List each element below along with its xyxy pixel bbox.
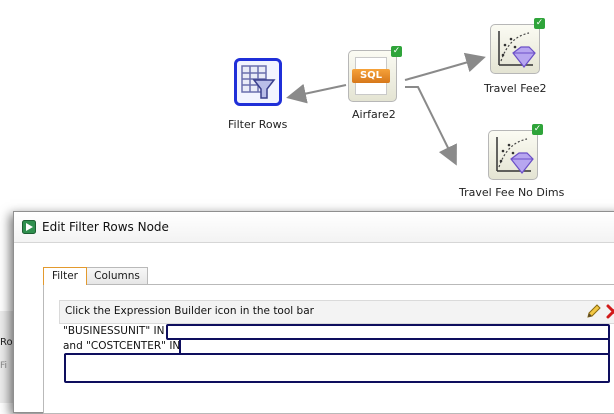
node-label: Travel Fee No Dims xyxy=(459,186,565,199)
node-label: Travel Fee2 xyxy=(484,82,547,95)
pencil-icon[interactable] xyxy=(585,303,602,320)
filter-expression-text[interactable]: "BUSINESSUNIT" IN (' and "COSTCENTER" IN… xyxy=(59,323,614,403)
dialog-title-bar[interactable]: Edit Filter Rows Node xyxy=(14,212,614,243)
edge-airfare2-to-travel-fee-no-dims xyxy=(405,86,457,166)
background-window-text: Fi xyxy=(0,361,8,371)
filter-panel: Click the Expression Builder icon in the… xyxy=(43,284,614,414)
dialog-body: Filter Columns Click the Expression Buil… xyxy=(14,243,614,414)
model-diamond-icon xyxy=(490,24,540,74)
edit-filter-rows-dialog: Edit Filter Rows Node Filter Columns Cli… xyxy=(13,211,614,414)
status-check-icon: ✓ xyxy=(532,124,543,135)
tab-columns[interactable]: Columns xyxy=(86,267,148,284)
node-filter-rows[interactable]: Filter Rows xyxy=(226,56,298,136)
filter-grid-icon xyxy=(241,65,276,99)
model-diamond-icon xyxy=(488,130,538,180)
expression-line-1: "BUSINESSUNIT" IN (' xyxy=(63,325,175,337)
red-x-icon[interactable] xyxy=(605,303,614,320)
expression-line-2: and "COSTCENTER" IN (' xyxy=(63,340,191,352)
status-check-icon: ✓ xyxy=(534,18,545,29)
redacted-value-3 xyxy=(64,353,610,383)
status-check-icon: ✓ xyxy=(391,46,402,57)
expression-toolbar: Click the Expression Builder icon in the… xyxy=(59,300,614,324)
background-window: Rov Fi xyxy=(0,311,19,403)
toolbar-hint: Click the Expression Builder icon in the… xyxy=(65,305,314,317)
node-airfare2[interactable]: SQL ✓ Airfare2 xyxy=(346,46,408,126)
node-label: Filter Rows xyxy=(228,118,288,131)
edge-airfare2-to-filter-rows xyxy=(286,83,347,104)
dialog-title: Edit Filter Rows Node xyxy=(42,220,169,234)
sql-badge: SQL xyxy=(352,69,390,83)
workflow-canvas[interactable]: Filter Rows SQL ✓ Airfare2 ✓ Travel Fee2 xyxy=(0,0,614,403)
edge-airfare2-to-travel-fee2 xyxy=(404,52,486,81)
background-window-text: Rov xyxy=(0,337,19,348)
node-label: Airfare2 xyxy=(352,108,396,121)
node-travel-fee2[interactable]: ✓ Travel Fee2 xyxy=(478,18,568,98)
tab-filter[interactable]: Filter xyxy=(43,267,87,285)
workflow-connections xyxy=(286,52,486,166)
node-travel-fee-no-dims[interactable]: ✓ Travel Fee No Dims xyxy=(458,122,578,202)
dialog-app-icon xyxy=(22,220,36,234)
sql-source-icon: SQL xyxy=(348,50,397,102)
